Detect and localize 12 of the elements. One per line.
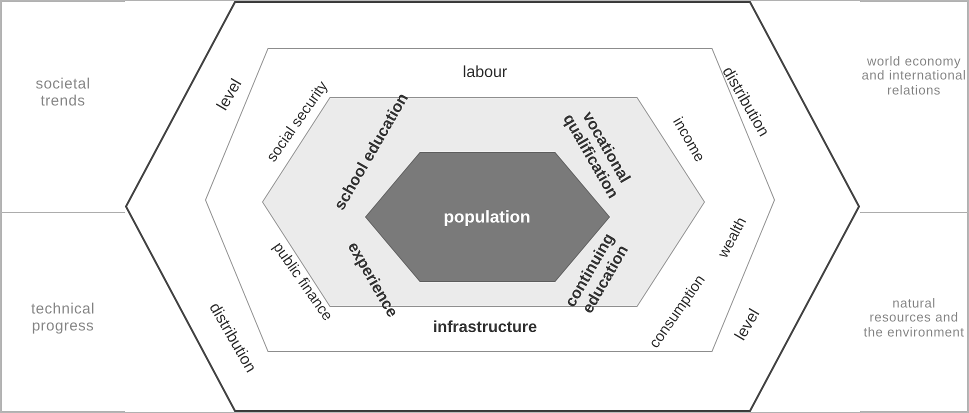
hexagon-label: population: [444, 208, 530, 228]
region-panel: [860, 1, 968, 213]
region-panel: [860, 213, 968, 412]
hexagon: [125, 1, 860, 412]
hexagon-label: infrastructure: [432, 319, 538, 337]
region-panel: [1, 213, 125, 412]
region-label: societal trends: [34, 76, 92, 110]
region-panel: [1, 1, 125, 213]
region-label: world economy and international relations: [861, 54, 967, 98]
region-label: natural resources and the environment: [862, 296, 966, 340]
region-label: technical progress: [30, 302, 96, 334]
hexagon-label: labour: [462, 64, 508, 82]
